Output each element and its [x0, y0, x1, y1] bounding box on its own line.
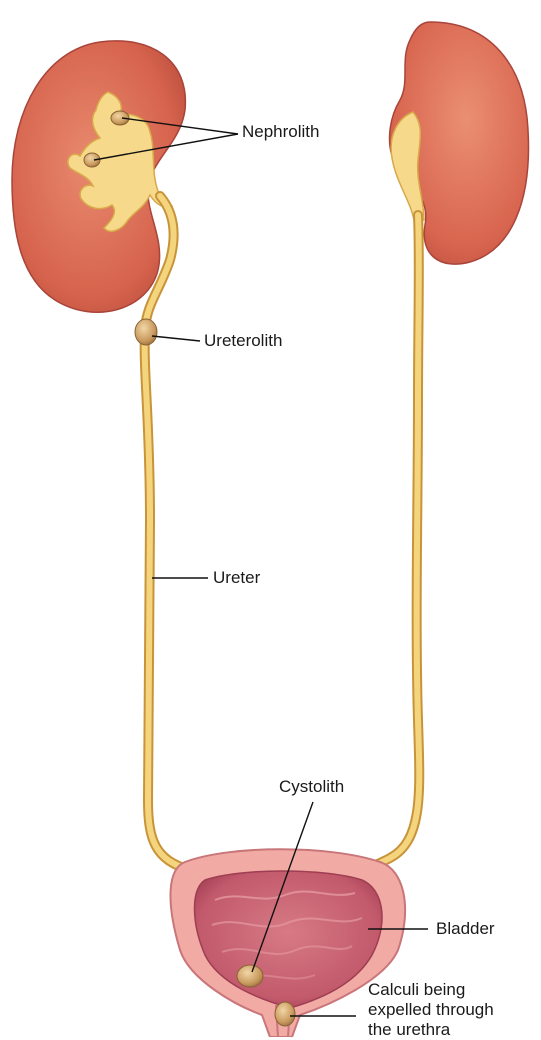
cystolith-stone	[237, 965, 263, 987]
urethral-calculus-stone	[275, 1002, 295, 1026]
ureterolith-leader	[152, 336, 200, 341]
right-ureter	[365, 215, 419, 868]
label-nephrolith: Nephrolith	[242, 122, 320, 142]
label-ureter: Ureter	[213, 568, 260, 588]
label-cystolith: Cystolith	[279, 777, 344, 797]
ureterolith-stone	[135, 319, 157, 345]
label-calculi: Calculi being expelled through the ureth…	[368, 980, 538, 1040]
label-calculi-line-1: Calculi being	[368, 980, 538, 1000]
label-bladder: Bladder	[436, 919, 495, 939]
label-ureterolith: Ureterolith	[204, 331, 282, 351]
label-calculi-line-2: expelled through	[368, 1000, 538, 1020]
label-calculi-line-3: the urethra	[368, 1020, 538, 1040]
